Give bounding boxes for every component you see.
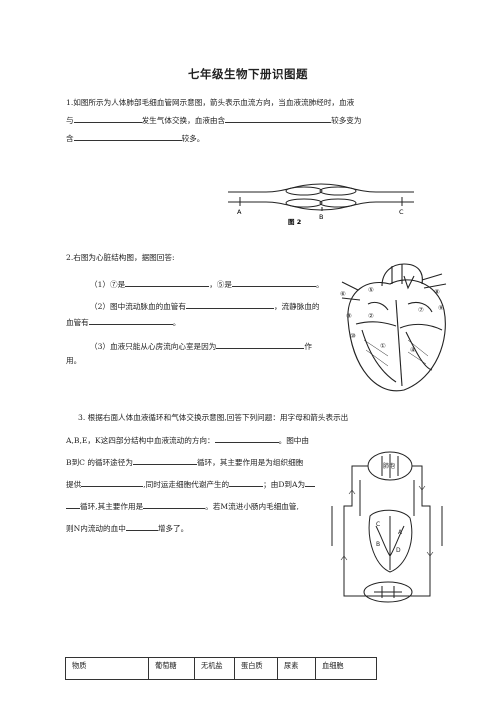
q3-blank-7[interactable] <box>125 522 158 531</box>
substance-table: 物质 葡萄糖 无机盐 蛋白质 尿素 血细胞 <box>65 657 377 680</box>
q1-blank-3[interactable] <box>73 132 182 141</box>
page-title: 七年级生物下册识图题 <box>188 67 308 81</box>
table-cell: 蛋白质 <box>234 657 278 680</box>
q3-line2: A,B,E，K这四部分结构中血液流动的方向：。图中由 <box>66 434 309 445</box>
q2-sub3: （3）血液只能从心房流向心室是因为作 <box>90 340 312 351</box>
fig1-label-b: B <box>319 213 323 221</box>
q3-blank-5b[interactable] <box>66 500 80 509</box>
q1-blank-1[interactable] <box>73 114 142 123</box>
q3-blank-2[interactable] <box>132 456 197 465</box>
table-row: 物质 葡萄糖 无机盐 蛋白质 尿素 血细胞 <box>65 657 377 680</box>
q2-blank-2[interactable] <box>232 278 316 287</box>
heart-diagram: ① ② ③ ④ ⑤ ⑥ ⑦ ⑧ ⑨ ⑩ <box>340 263 447 392</box>
q2-blank-3[interactable] <box>185 300 274 309</box>
heart-label-5: ⑤ <box>368 286 374 294</box>
fig1-label-c: C <box>399 208 404 216</box>
fig1-caption: 图 2 <box>288 217 301 226</box>
q2-sub1: （1）⑦是，⑤是。 <box>90 278 324 289</box>
q2-intro: 2.右图为心脏结构图，据图回答: <box>66 253 175 262</box>
q1-blank-2[interactable] <box>225 114 332 123</box>
heart-label-9: ⑨ <box>438 304 444 312</box>
table-cell: 物质 <box>65 657 149 680</box>
circ-label-b: B <box>376 541 380 548</box>
circ-label-c: C <box>376 521 380 528</box>
circulation-diagram: 肺泡 A B C D <box>331 451 443 603</box>
capillary-diagram: A B C 图 2 <box>228 183 414 226</box>
circ-label-d: D <box>396 547 401 554</box>
q2-sub3-cont: 用。 <box>66 356 82 365</box>
heart-label-4: ④ <box>410 346 416 354</box>
heart-label-7: ⑦ <box>418 306 424 314</box>
q1-line2: 与发生气体交换，血液由含较多变为 <box>66 114 362 125</box>
heart-label-8: ⑧ <box>434 288 440 296</box>
q3-line1: 3. 根据右面人体血液循环和气体交换示意图,回答下列问题：用字母和箭头表示出 <box>78 413 349 422</box>
circ-label-alveoli: 肺泡 <box>383 462 395 470</box>
q3-blank-5[interactable] <box>305 478 316 487</box>
fig1-label-a: A <box>237 208 242 216</box>
table-cell: 无机盐 <box>194 657 235 680</box>
q2-sub2-cont: 血管有。 <box>66 316 181 327</box>
q2-blank-4[interactable] <box>88 316 173 325</box>
q3-blank-6[interactable] <box>143 500 206 509</box>
q3-blank-1[interactable] <box>214 434 279 443</box>
table-cell: 尿素 <box>277 657 316 680</box>
table-cell: 血细胞 <box>315 657 377 680</box>
heart-label-10: ⑩ <box>350 332 356 340</box>
q2-blank-5[interactable] <box>216 340 305 349</box>
heart-label-6: ⑥ <box>340 290 346 298</box>
table-cell: 葡萄糖 <box>148 657 195 680</box>
q3-blank-3[interactable] <box>81 478 144 487</box>
q1-line3: 含较多。 <box>66 132 205 143</box>
q2-sub2: （2）图中流动脉血的血管有，流静脉血的 <box>90 300 320 311</box>
circ-label-a: A <box>398 529 403 536</box>
q3-line4: 提供,同时运走细胞代谢产生的；由D到A为 <box>66 478 316 490</box>
q2-blank-1[interactable] <box>125 278 210 287</box>
heart-label-2: ② <box>368 312 374 320</box>
q3-line3: B到C 的循环途径为循环，其主要作用是为组织细胞 <box>66 456 304 467</box>
q3-line5: 循环,其主要作用是。若M流进小肠内毛细血管, <box>66 500 299 512</box>
heart-label-3: ③ <box>346 312 352 320</box>
q3-blank-4[interactable] <box>229 478 264 487</box>
q3-line6: 则N内流动的血中增多了。 <box>66 522 189 533</box>
q1-line1: 1.如图所示为人体肺部毛细血管网示意图，箭头表示血流方向，当血液流肺经时，血液 <box>66 98 355 107</box>
heart-label-1: ① <box>380 342 386 350</box>
